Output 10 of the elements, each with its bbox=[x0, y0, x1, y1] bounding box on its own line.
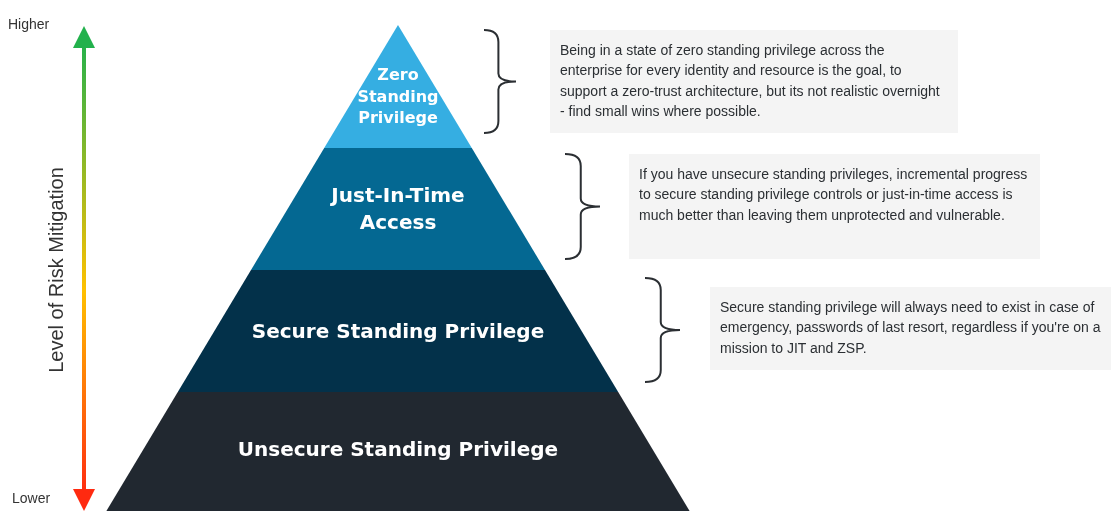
tier-label: Secure Standing Privilege bbox=[251, 317, 545, 345]
note-text: Secure standing privilege will always need to exist in case of emergency, passwords of last resort, regardless if you're on a mission to JIT and ZSP. bbox=[720, 298, 1101, 358]
axis-label: Lower bbox=[12, 490, 51, 506]
tier-label: Just-In-Time Access bbox=[329, 182, 466, 236]
note-text: If you have unsecure standing privileges, incremental progress to secure standing privilege controls or just-in-time access is much better than leaving them unprotected and vulnerable. bbox=[639, 165, 1029, 225]
axis-label: Higher bbox=[8, 16, 50, 32]
tier-label: Unsecure Standing Privilege bbox=[237, 435, 559, 463]
note-text: Being in a state of zero standing privilege across the enterprise for every identity and resource is the goal, to support a zero-trust architecture, but its not realistic overnight - find small wins where possible. bbox=[560, 41, 941, 121]
axis-title: Level of Risk Mitigation bbox=[44, 167, 68, 373]
tier-label: Zero Standing Privilege bbox=[356, 64, 440, 129]
